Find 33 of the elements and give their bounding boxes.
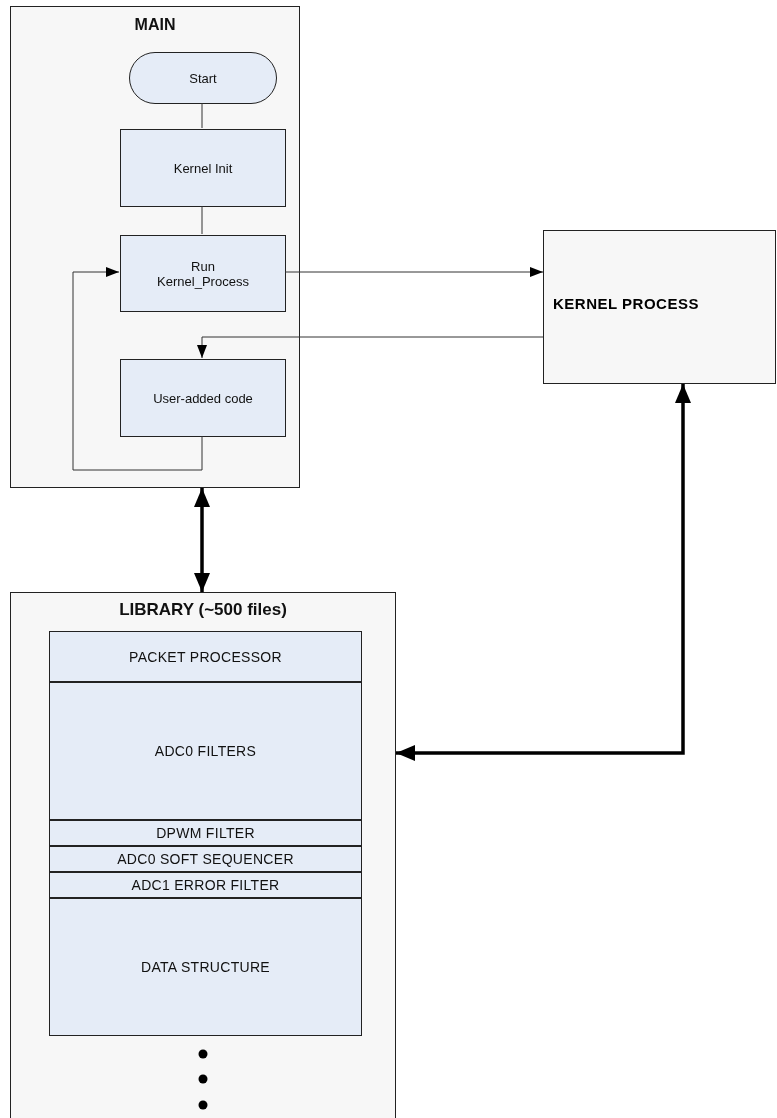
node-label: User-added code	[153, 390, 253, 406]
arrow	[284, 267, 544, 277]
layer-box	[49, 820, 362, 846]
process-box	[543, 230, 776, 384]
connector-line	[201, 102, 203, 129]
group-frame	[10, 592, 396, 1118]
process-box	[120, 359, 286, 437]
node-label: KERNEL PROCESS	[553, 294, 699, 312]
node-label: ADC0 SOFT SEQUENCER	[117, 851, 294, 867]
process-box	[120, 235, 286, 312]
group-title: LIBRARY (~500 files)	[118, 600, 288, 620]
arrow	[396, 384, 691, 761]
layer-box	[49, 846, 362, 872]
arrow	[194, 488, 210, 592]
arrow	[197, 336, 544, 359]
node-label: PACKET PROCESSOR	[129, 648, 282, 665]
terminator-shape	[129, 52, 277, 104]
node-label: DATA STRUCTURE	[141, 959, 270, 975]
process-box	[120, 129, 286, 207]
node-label: ADC0 FILTERS	[154, 743, 257, 759]
layer-box	[49, 682, 362, 820]
connector-line	[201, 205, 203, 235]
layer-box	[49, 872, 362, 898]
layer-box	[49, 631, 362, 682]
node-label: Kernel Init	[173, 160, 233, 176]
arrow	[72, 267, 203, 471]
group-frame	[10, 6, 300, 488]
layer-box	[49, 898, 362, 1036]
group-title: MAIN	[133, 16, 177, 34]
node-label: Start	[189, 70, 217, 86]
node-label: Run Kernel_Process	[156, 258, 250, 289]
node-label: DPWM FILTER	[156, 825, 255, 841]
node-label: ADC1 ERROR FILTER	[131, 877, 280, 893]
